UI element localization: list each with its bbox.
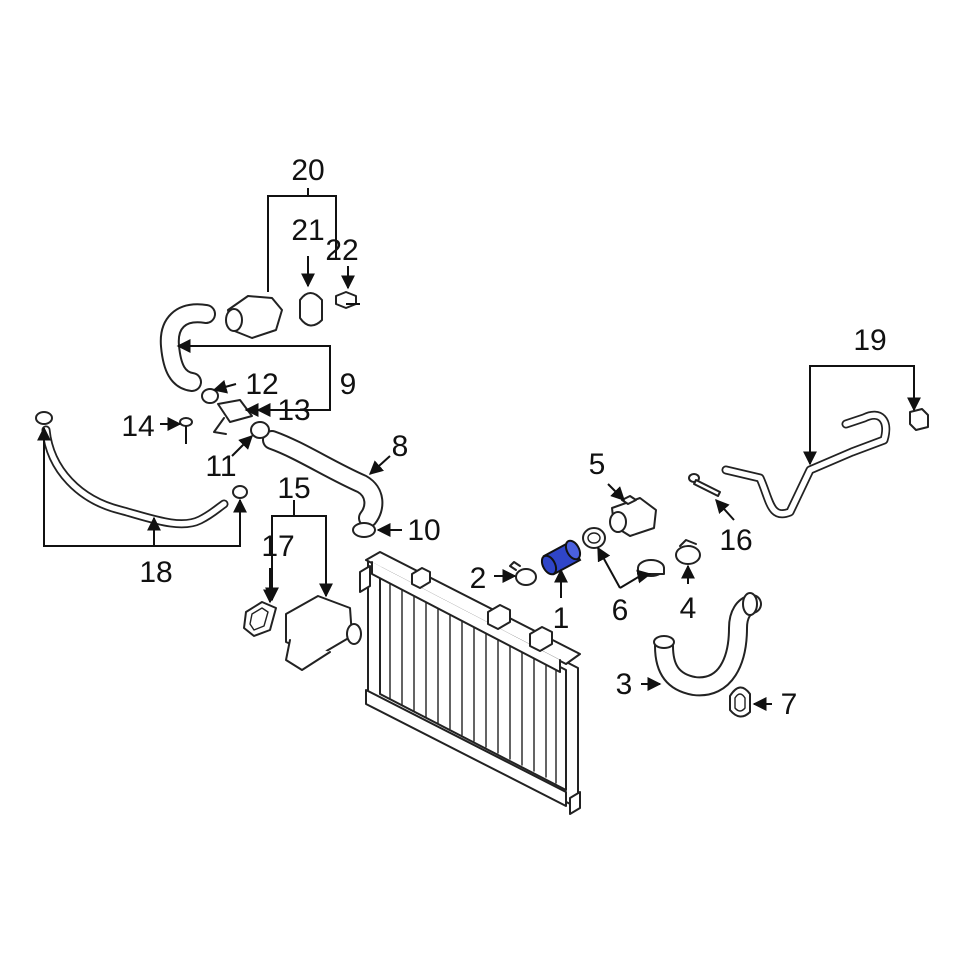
callout-9: 9 (340, 368, 357, 401)
gasket-7[interactable] (729, 686, 751, 718)
hose-clamp-4[interactable] (675, 539, 701, 565)
callout-6: 6 (612, 594, 629, 627)
hose-clamp-6a[interactable] (582, 527, 606, 549)
callout-4: 4 (680, 592, 697, 625)
gasket-17[interactable] (243, 601, 277, 637)
callout-16: 16 (719, 524, 752, 557)
callout-15: 15 (277, 472, 310, 505)
water-outlet-5[interactable] (609, 495, 657, 537)
callout-18: 18 (139, 556, 172, 589)
callout-12: 12 (245, 368, 278, 401)
water-pipe-13[interactable] (213, 399, 253, 435)
callout-1: 1 (553, 602, 570, 635)
bolt-16[interactable] (688, 473, 721, 497)
callout-22: 22 (325, 234, 358, 267)
bolt-22[interactable] (335, 291, 360, 309)
callout-labels: 1 2 3 4 5 6 7 8 9 10 11 12 13 14 15 16 1… (121, 154, 886, 721)
callout-19: 19 (853, 324, 886, 357)
callout-7: 7 (781, 688, 798, 721)
callout-5: 5 (589, 448, 606, 481)
lower-radiator-hose-3[interactable] (653, 592, 762, 697)
callout-13: 13 (277, 394, 310, 427)
gasket-21[interactable] (299, 292, 323, 327)
coolant-pipe-19[interactable] (721, 408, 929, 519)
callout-11: 11 (205, 450, 236, 483)
thermostat-housing-20[interactable] (225, 295, 283, 339)
hose-clamp-12[interactable] (201, 388, 219, 404)
bypass-hose-9[interactable] (159, 303, 216, 392)
radiator-hose-highlighted[interactable] (539, 538, 583, 576)
hose-clamp-2[interactable] (509, 561, 537, 586)
callout-14: 14 (121, 410, 154, 443)
radiator[interactable] (359, 551, 581, 815)
callout-8: 8 (392, 430, 409, 463)
bolt-14[interactable] (179, 417, 193, 444)
water-outlet-15[interactable] (285, 595, 362, 671)
callout-20: 20 (291, 154, 324, 187)
callout-21: 21 (291, 214, 324, 247)
upper-hose-8[interactable] (262, 430, 384, 528)
heater-hose-18[interactable] (35, 411, 248, 529)
callout-17: 17 (261, 530, 294, 563)
leader-lines (37, 188, 921, 711)
callout-3: 3 (616, 668, 633, 701)
hose-clamp-6b[interactable] (637, 559, 665, 577)
hose-clamp-10[interactable] (352, 522, 376, 538)
callout-2: 2 (470, 562, 487, 595)
hose-clamp-11[interactable] (250, 421, 270, 439)
callout-10: 10 (407, 514, 440, 547)
